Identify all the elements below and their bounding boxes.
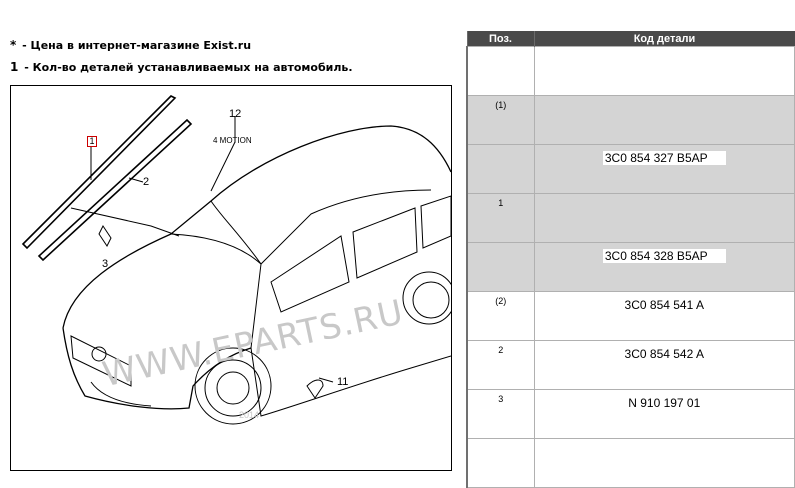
roof-rail-strip-2: [37, 118, 193, 262]
table-body: (1) 3C0 854 327 B5AP 1 3C0 854 328 B5AP (2) 3…: [466, 46, 795, 488]
position-cell: [466, 438, 535, 488]
part-code-cell[interactable]: [533, 193, 795, 243]
car-side: [250, 263, 451, 417]
front-door-window: [270, 235, 350, 313]
part-code-link[interactable]: 3C0 854 327 B5AP: [602, 151, 726, 165]
price-note: * - Цена в интернет-магазине Exist.ru: [10, 38, 251, 52]
parts-table: Поз. Код детали (1) 3C0 854 327 B5AP 1 3C0 …: [466, 31, 795, 488]
quarter-window: [420, 195, 451, 249]
part-code-cell[interactable]: [533, 46, 795, 96]
part-code-link[interactable]: [662, 53, 666, 67]
price-note-mark: *: [10, 38, 17, 52]
leader-11: [318, 377, 334, 383]
callout-1[interactable]: 1: [87, 136, 97, 147]
callout-3[interactable]: 3: [102, 258, 109, 270]
part-code-link[interactable]: 3C0 854 328 B5AP: [602, 249, 726, 263]
table-row[interactable]: 3C0 854 328 B5AP: [466, 242, 795, 292]
quantity-note-text: - Кол-во деталей устанавливаемых на авто…: [24, 61, 353, 74]
table-row[interactable]: 3 N 910 197 01: [466, 389, 795, 439]
car-a-pillar: [210, 200, 262, 265]
table-row[interactable]: [466, 46, 795, 96]
position-cell: (2): [466, 291, 535, 341]
table-row[interactable]: (1): [466, 95, 795, 145]
part-code-link[interactable]: N 910 197 01: [628, 396, 701, 410]
callout-12-label: 4 MOTION: [213, 136, 252, 145]
front-wheel-arch: [194, 347, 272, 425]
part-code-link[interactable]: 3C0 854 542 A: [624, 347, 704, 361]
part-code-link[interactable]: 3C0 854 541 A: [624, 298, 704, 312]
price-note-text: - Цена в интернет-магазине Exist.ru: [22, 39, 252, 52]
part-code-cell[interactable]: 3C0 854 327 B5AP: [533, 144, 795, 194]
column-header-position[interactable]: Поз.: [466, 31, 534, 47]
part-code-cell[interactable]: N 910 197 01: [533, 389, 795, 439]
rear-door-window: [352, 207, 418, 279]
callout-12[interactable]: 12: [229, 108, 242, 120]
callout-11[interactable]: 11: [337, 376, 349, 388]
position-cell: [466, 46, 535, 96]
leader-12: [210, 116, 236, 192]
position-cell: (1): [466, 95, 535, 145]
quantity-note-mark: 1: [10, 60, 19, 74]
part-code-cell[interactable]: 3C0 854 328 B5AP: [533, 242, 795, 292]
callout-2[interactable]: 2: [143, 176, 150, 188]
clip-part: [98, 225, 112, 247]
car-illustration: [21, 95, 451, 425]
table-header-row: Поз. Код детали: [466, 31, 795, 47]
car-roof-outline: [62, 125, 451, 329]
part-code-link[interactable]: [662, 445, 666, 459]
headlight: [70, 335, 132, 387]
leader-3: [70, 207, 180, 237]
table-row[interactable]: [466, 438, 795, 488]
part-code-cell[interactable]: [533, 438, 795, 488]
vw-logo-icon: [91, 346, 107, 362]
quantity-note: 1 - Кол-во деталей устанавливаемых на ав…: [10, 60, 353, 74]
position-cell: [466, 144, 535, 194]
badge-part: [306, 379, 324, 399]
watermark-year: 2014: [239, 410, 260, 420]
table-row[interactable]: 1: [466, 193, 795, 243]
car-windshield-line: [170, 189, 432, 265]
table-row[interactable]: 3C0 854 327 B5AP: [466, 144, 795, 194]
rear-wheel-arch: [402, 271, 451, 325]
roof-rail-strip: [21, 95, 177, 250]
position-cell: [466, 242, 535, 292]
bumper-line: [90, 381, 152, 407]
position-cell: 1: [466, 193, 535, 243]
parts-diagram: 1 2 3 12 4 MOTION 11 WWW.EPARTS.RU 2014: [10, 85, 452, 471]
part-code-link[interactable]: [662, 102, 666, 116]
part-code-link[interactable]: [662, 200, 666, 214]
position-cell: 2: [466, 340, 535, 390]
rear-wheel: [412, 281, 450, 319]
table-row[interactable]: (2) 3C0 854 541 A: [466, 291, 795, 341]
front-hub: [216, 371, 250, 405]
front-wheel: [204, 359, 262, 417]
part-code-cell[interactable]: 3C0 854 542 A: [533, 340, 795, 390]
part-code-cell[interactable]: 3C0 854 541 A: [533, 291, 795, 341]
part-code-cell[interactable]: [533, 95, 795, 145]
leader-2: [128, 177, 144, 183]
position-cell: 3: [466, 389, 535, 439]
table-row[interactable]: 2 3C0 854 542 A: [466, 340, 795, 390]
column-header-part-code[interactable]: Код детали: [533, 31, 795, 47]
